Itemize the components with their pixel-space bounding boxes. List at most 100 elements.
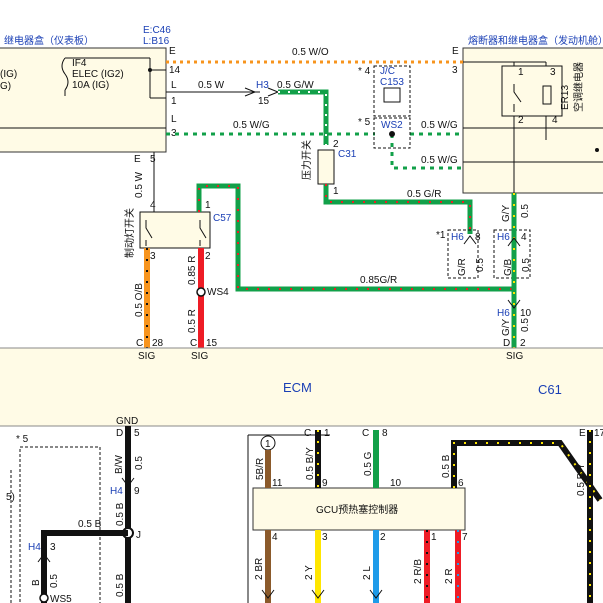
wire-g-b-size: 0.5: [521, 258, 532, 272]
wire-2br-label: 2 BR: [254, 558, 265, 580]
relay-switch: [513, 84, 522, 112]
relay-pin-4: 4: [552, 115, 558, 126]
brake-contact-a: [145, 220, 153, 246]
wire-brake-w-label: 0.5 W: [134, 171, 145, 198]
relay-pin-3: 3: [550, 67, 556, 78]
wire-g-w-label: 0.5 G/W: [277, 80, 314, 91]
wire-g-y1-size: 0.5: [520, 204, 531, 218]
wire-5br-label: 5B/R: [255, 458, 266, 480]
gcu-pin-7: 7: [462, 532, 468, 543]
pressure-switch: [317, 149, 335, 185]
c31-pin2: 2: [333, 139, 339, 150]
ecm-c-2: C: [190, 338, 197, 349]
h3-label: H3: [256, 80, 269, 91]
brake-switch-label: 制动灯开关: [123, 208, 136, 258]
ws2-label: WS2: [381, 120, 403, 131]
fuse-name: ELEC (IG2): [72, 69, 124, 80]
connector-l-label: L:B16: [143, 36, 170, 47]
er13-name: 空调继电器: [572, 62, 585, 112]
ecm-c-1: C: [136, 338, 143, 349]
instrument-relay-box: [0, 47, 167, 153]
wire-05b-v2: 0.5 B: [115, 573, 126, 597]
wire-2r-label: 2 R: [444, 568, 455, 584]
gcu-e-pin: 17: [594, 428, 603, 439]
c57-pin3: 3: [150, 251, 156, 262]
jc-label: J/C: [380, 66, 395, 77]
wire-wg-left-label: 0.5 W/G: [233, 120, 270, 131]
gcu-pin-3: 3: [322, 532, 328, 543]
gcu-pin-6: 6: [458, 478, 464, 489]
wire-2rb-label: 2 R/B: [413, 559, 424, 584]
star5b-label: * 5: [16, 434, 29, 445]
wire-05r-label: 0.5 R: [187, 309, 198, 333]
c153-label: C153: [380, 77, 404, 88]
pin-e-bottom: E: [134, 154, 141, 165]
c57-pin1: 1: [205, 200, 211, 211]
gcu-circle-num: 1: [265, 439, 271, 450]
wire-05b-right-label: 0.5 B: [441, 454, 452, 478]
right-box-title: 熔断器和继电器盒（发动机舱）: [468, 34, 603, 47]
right-pin-e: E: [452, 46, 459, 57]
wire-g-r: [323, 184, 473, 234]
wire-05g-label: 0.5 G: [363, 451, 374, 476]
gnd-d: D: [116, 428, 123, 439]
gcu-pin-10: 10: [390, 478, 402, 489]
wire-wg-right2: [390, 134, 463, 170]
h4-a-label: H4: [110, 486, 123, 497]
gcu-pin-1: 1: [431, 532, 437, 543]
c57-pin2: 2: [205, 251, 211, 262]
relay-coil: [542, 85, 552, 105]
right-inner-dot: [595, 148, 599, 152]
h6-a-arrow: [463, 235, 477, 245]
wire-085r-label: 0.85 R: [187, 256, 198, 285]
ecm-pin-15: 15: [206, 338, 218, 349]
c31-label: C31: [338, 149, 357, 160]
h4-a-arrow: [121, 477, 135, 487]
gcu-e-label: E: [579, 428, 586, 439]
gcu-label: GCU预热塞控制器: [316, 503, 398, 516]
pin-5: 5: [150, 154, 156, 165]
arrow-2y: [311, 589, 325, 599]
ig-label-2: G): [0, 81, 11, 92]
gcu-pin-2: 2: [380, 532, 386, 543]
pin-14: 14: [169, 65, 181, 76]
gcu-c2: C: [362, 428, 369, 439]
brake-switch: [139, 211, 211, 249]
er13-label: ER13: [560, 85, 571, 110]
c57-pin4: 4: [150, 200, 156, 211]
left-edge-5: 5): [6, 492, 15, 503]
wire-2l-label: 2 L: [362, 566, 373, 580]
c57-label: C57: [213, 213, 232, 224]
gnd-label: GND: [116, 416, 138, 427]
wire-g-r2: G/R: [457, 258, 468, 276]
lower-left-dashed: [19, 446, 101, 603]
pin-l2: L: [171, 114, 177, 125]
left-box-title: 继电器盒（仪表板）: [4, 34, 94, 47]
ws4-node: [196, 287, 206, 297]
ecm-pin-2: 2: [520, 338, 526, 349]
h4-b-label: H4: [28, 542, 41, 553]
ws4-label: WS4: [207, 287, 229, 298]
wire-wg-right2-label: 0.5 W/G: [421, 155, 458, 166]
wire-wg-right1-label: 0.5 W/G: [421, 120, 458, 131]
wire-by-right-label: 0.5 B/Y: [576, 463, 587, 496]
wire-g-y2-size: 0.5: [520, 318, 531, 332]
pin-l: L: [171, 80, 177, 91]
wire-05-left: 0.5: [49, 574, 60, 588]
right-pin-3: 3: [452, 65, 458, 76]
ws2-box: [373, 117, 411, 149]
pressure-switch-label: 压力开关: [300, 140, 313, 180]
wire-b-left: B: [31, 579, 42, 586]
star4-label: * 4: [358, 66, 371, 77]
gcu-block: [252, 487, 466, 531]
h6-b-label: H6: [497, 232, 510, 243]
gcu-pin-11: 11: [272, 478, 283, 489]
star1-label: *1: [436, 230, 446, 241]
fuse-id: IF4: [72, 58, 87, 69]
ws2-node: [389, 131, 395, 137]
h6-b-arrow: [507, 237, 521, 247]
h4-a-pin: 9: [134, 486, 140, 497]
h4-b-pin: 3: [50, 542, 56, 553]
jc-box: [373, 65, 411, 117]
star5-label: * 5: [358, 117, 371, 128]
